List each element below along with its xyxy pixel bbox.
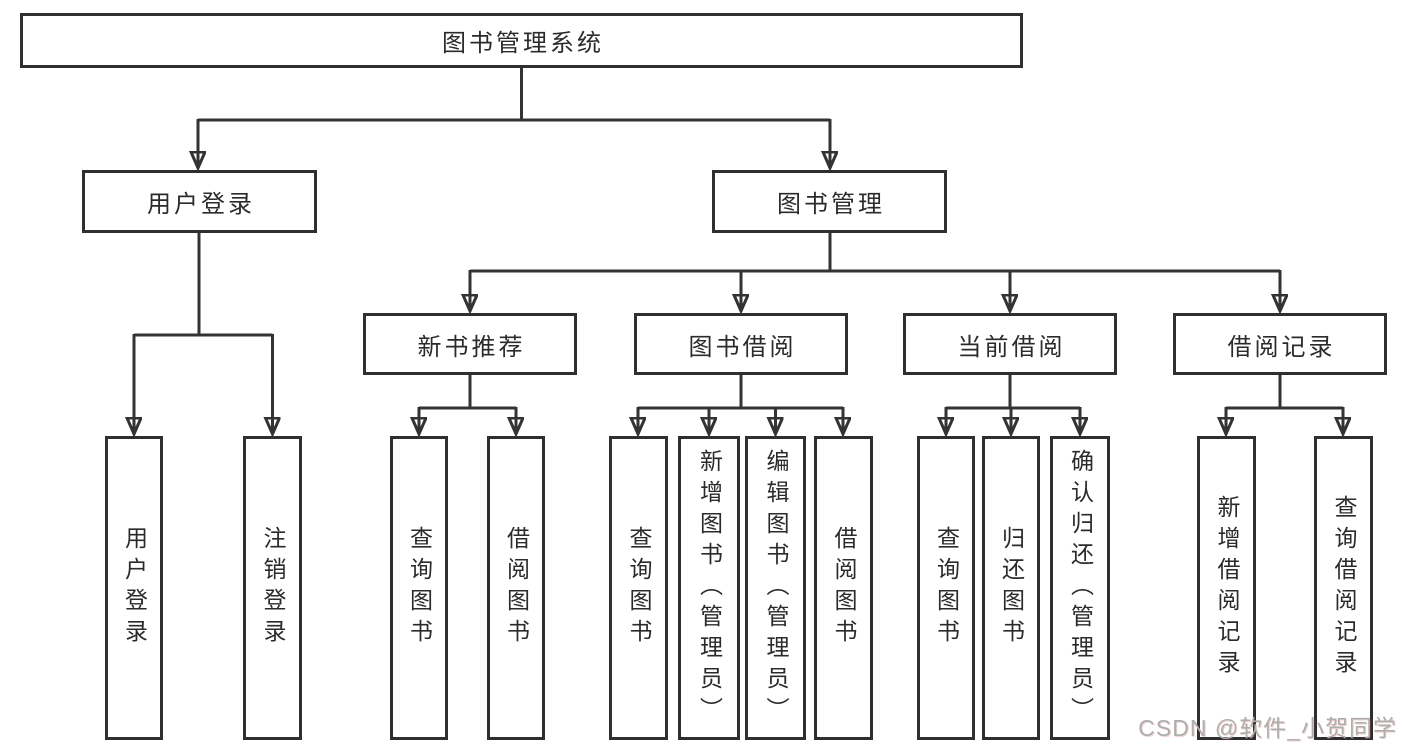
leaf-return-book: 归还图书 — [982, 436, 1040, 740]
node-borrow-records-label: 借阅记录 — [1227, 333, 1336, 361]
node-new-book-recommend-label: 新书推荐 — [417, 333, 526, 361]
leaf-add-borrow-record-label: 新增借阅记录 — [1214, 495, 1240, 681]
leaf-confirm-return-admin-label: 确认归还（管理员） — [1067, 448, 1094, 728]
leaf-query-book-borrow-label: 查询图书 — [626, 526, 652, 650]
leaf-add-borrow-record: 新增借阅记录 — [1197, 436, 1256, 740]
leaf-user-login-label: 用户登录 — [121, 526, 148, 650]
node-user-login: 用户登录 — [82, 170, 317, 233]
leaf-query-book-borrow: 查询图书 — [609, 436, 668, 740]
leaf-return-book-label: 归还图书 — [998, 526, 1025, 650]
leaf-add-book-admin-label: 新增图书（管理员） — [696, 448, 723, 728]
node-root: 图书管理系统 — [20, 13, 1023, 68]
leaf-query-borrow-record: 查询借阅记录 — [1314, 436, 1373, 740]
node-current-borrow: 当前借阅 — [903, 313, 1117, 375]
leaf-logout: 注销登录 — [243, 436, 302, 740]
leaf-query-book-current: 查询图书 — [917, 436, 975, 740]
leaf-borrow-book-label: 借阅图书 — [831, 526, 857, 650]
leaf-borrow-book-recommend-label: 借阅图书 — [503, 526, 530, 650]
node-book-management: 图书管理 — [712, 170, 947, 233]
node-user-login-label: 用户登录 — [147, 191, 255, 218]
leaf-borrow-book-recommend: 借阅图书 — [487, 436, 545, 740]
leaf-query-book-current-label: 查询图书 — [933, 526, 960, 650]
leaf-confirm-return-admin: 确认归还（管理员） — [1050, 436, 1110, 740]
leaf-logout-label: 注销登录 — [260, 526, 286, 650]
leaf-edit-book-admin: 编辑图书（管理员） — [745, 436, 806, 740]
leaf-borrow-book: 借阅图书 — [814, 436, 873, 740]
node-book-management-label: 图书管理 — [777, 191, 885, 218]
csdn-watermark: CSDN @软件_小贺同学 — [1138, 715, 1397, 741]
node-current-borrow-label: 当前借阅 — [957, 333, 1066, 361]
node-root-label: 图书管理系统 — [442, 30, 604, 57]
node-borrow-records: 借阅记录 — [1173, 313, 1387, 375]
node-new-book-recommend: 新书推荐 — [363, 313, 577, 375]
leaf-add-book-admin: 新增图书（管理员） — [678, 436, 740, 740]
leaf-query-book-recommend: 查询图书 — [390, 436, 448, 740]
leaf-query-book-recommend-label: 查询图书 — [406, 526, 433, 650]
node-book-borrow-label: 图书借阅 — [688, 333, 797, 361]
leaf-query-borrow-record-label: 查询借阅记录 — [1331, 495, 1357, 681]
leaf-edit-book-admin-label: 编辑图书（管理员） — [763, 448, 789, 728]
node-book-borrow: 图书借阅 — [634, 313, 848, 375]
leaf-user-login: 用户登录 — [105, 436, 163, 740]
